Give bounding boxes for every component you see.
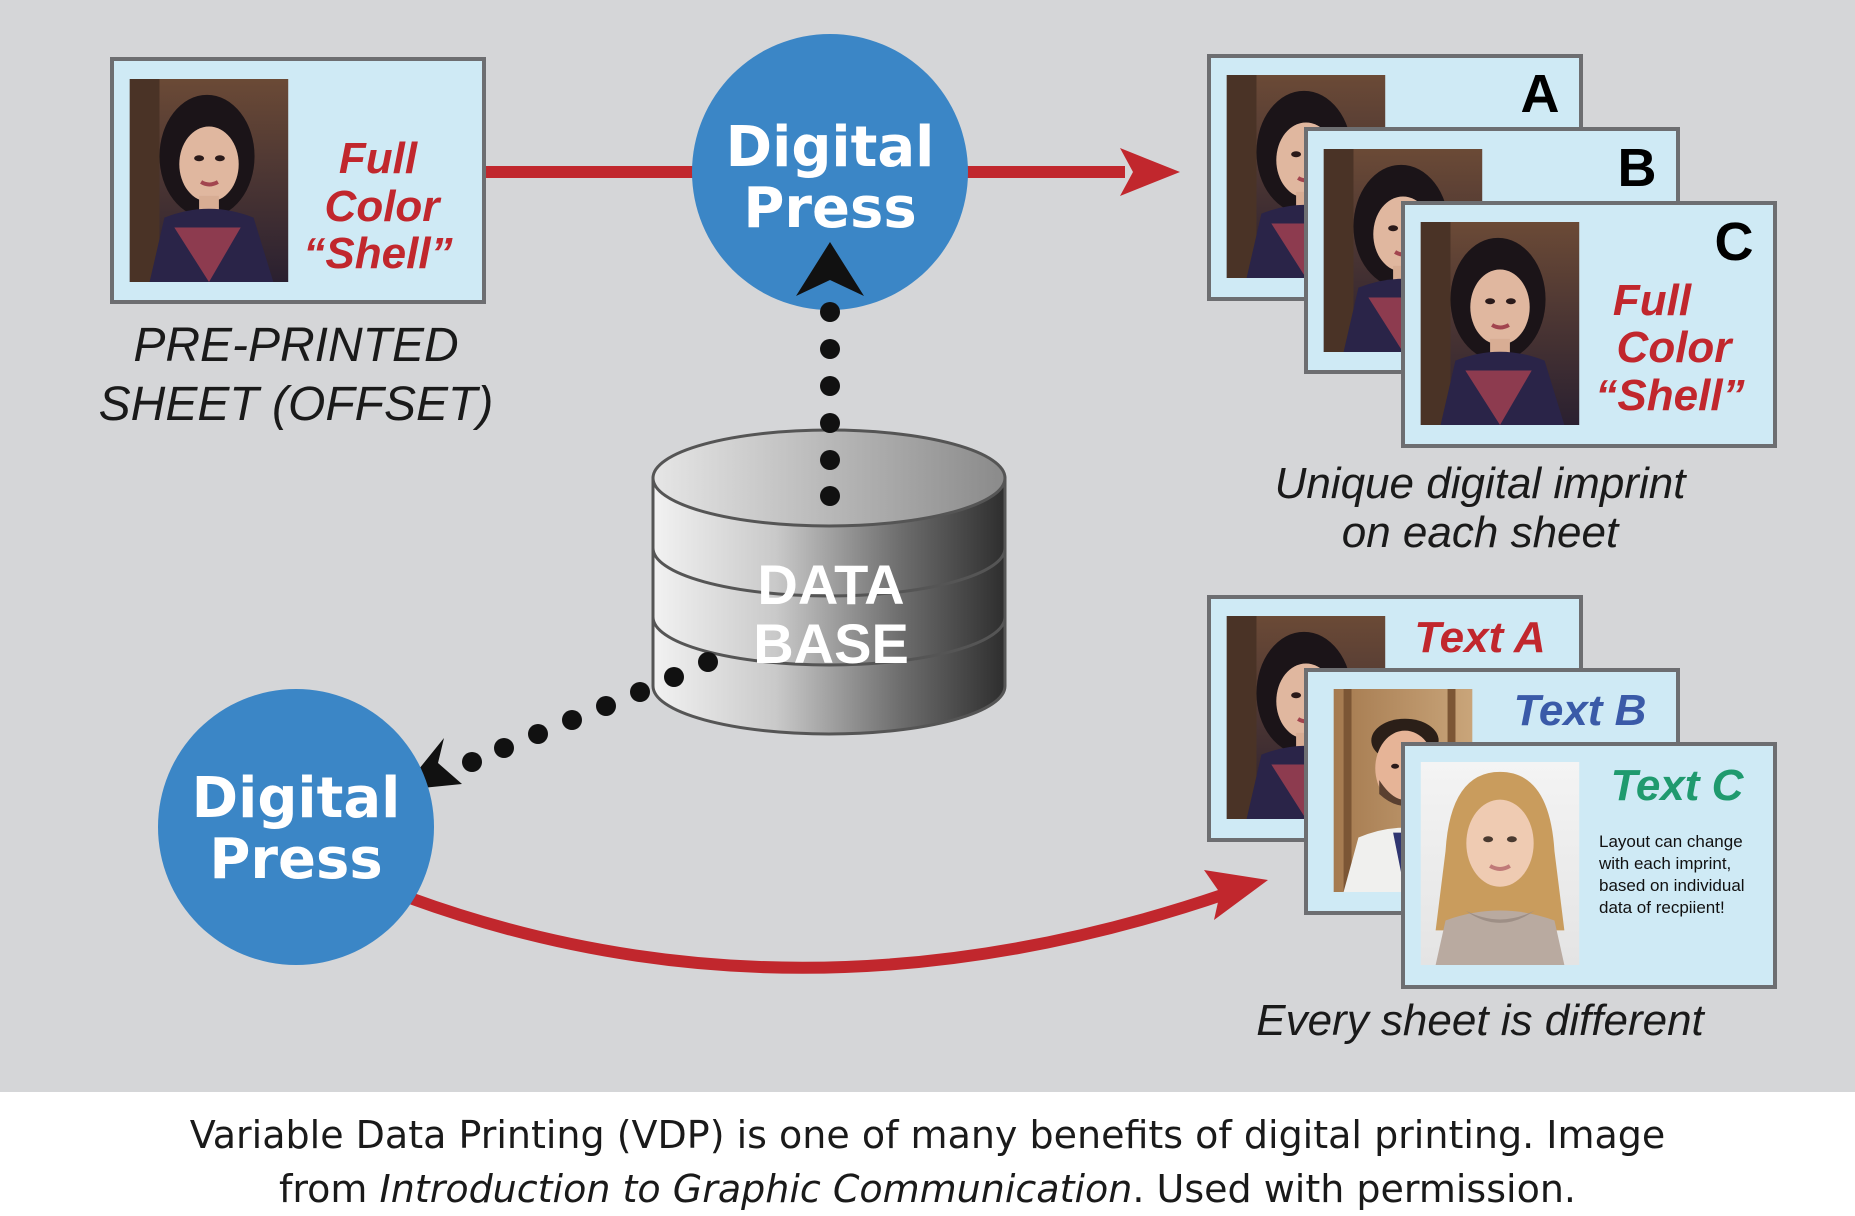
caption-line2-end: . Used with permission.: [1132, 1167, 1577, 1211]
unique-imprint-caption-line1: Unique digital imprint: [1275, 459, 1688, 508]
digital-press-top: Digital Press: [692, 34, 968, 310]
arrowhead-top-right: [1120, 148, 1180, 196]
press-top-line2: Press: [743, 176, 916, 241]
text-a-label: Text A: [1414, 613, 1545, 662]
sheet-letter-c: C: [1715, 212, 1754, 272]
database-label-line2: BASE: [753, 612, 909, 675]
figure-caption: Variable Data Printing (VDP) is one of m…: [0, 1108, 1855, 1216]
shell-text-line2: Color: [325, 182, 443, 231]
pre-printed-caption-line1: PRE-PRINTED: [133, 319, 458, 372]
every-sheet-caption: Every sheet is different: [1256, 996, 1705, 1045]
text-c-label: Text C: [1611, 761, 1745, 810]
layout-note-line1: Layout can change: [1599, 832, 1743, 851]
front-shell-text-line2: Color: [1617, 323, 1735, 372]
layout-note-line2: with each imprint,: [1598, 854, 1731, 873]
sheet-c: C Full Color “Shell”: [1401, 201, 1777, 448]
caption-line2: from Introduction to Graphic Communicati…: [0, 1162, 1855, 1216]
caption-line1: Variable Data Printing (VDP) is one of m…: [189, 1113, 1666, 1157]
database-cylinder: DATA BASE: [651, 428, 1007, 736]
dotted-link-to-top-press: [820, 302, 840, 506]
text-b-label: Text B: [1514, 686, 1647, 735]
database-label-line1: DATA: [757, 553, 904, 616]
sheet-letter-b: B: [1618, 138, 1657, 198]
personalized-sheet-c: Text C Layout can change with each impri…: [1401, 742, 1777, 989]
digital-press-bottom: Digital Press: [158, 689, 434, 965]
layout-note-line4: data of recpiient!: [1599, 898, 1725, 917]
arrowhead-bottom-right: [1204, 870, 1268, 920]
press-bottom-line1: Digital: [192, 766, 401, 831]
layout-note-line3: based on individual: [1599, 876, 1745, 895]
unique-imprint-caption-line2: on each sheet: [1342, 508, 1620, 557]
dotted-link-to-bottom-press: [462, 652, 718, 772]
press-bottom-line2: Press: [209, 827, 382, 892]
front-shell-text-line3: “Shell”: [1595, 371, 1744, 420]
shell-text-line1: Full: [339, 134, 418, 183]
press-top-line1: Digital: [726, 115, 935, 180]
pre-printed-sheet: Full Color “Shell”: [110, 57, 486, 304]
shell-text-line3: “Shell”: [303, 229, 452, 278]
pre-printed-caption-line2: SHEET (OFFSET): [99, 378, 494, 431]
caption-line2-start: from: [278, 1167, 380, 1211]
front-shell-text-line1: Full: [1613, 276, 1692, 325]
sheet-letter-a: A: [1521, 64, 1560, 124]
book-title: Introduction to Graphic Communication: [379, 1167, 1133, 1211]
vdp-diagram: Full Color “Shell” PRE-PRINTED SHEET (OF…: [99, 34, 1777, 1045]
arrowhead-up: [796, 242, 864, 296]
arrow-press-to-personalized: [407, 887, 1230, 974]
